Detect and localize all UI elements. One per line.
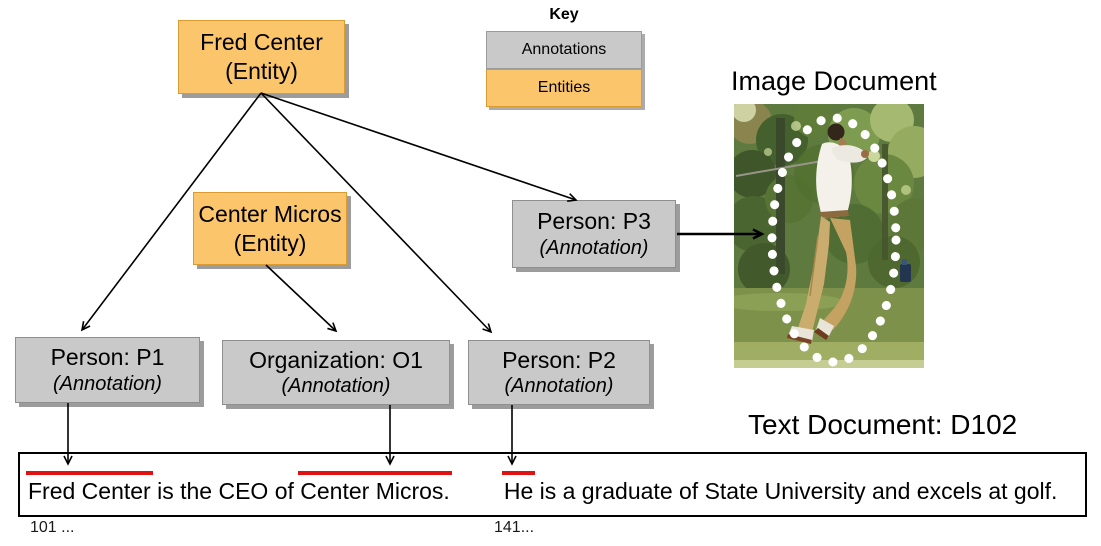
grass	[734, 288, 924, 368]
node-subtitle: (Annotation)	[539, 236, 649, 259]
text-document-title: Text Document: D102	[748, 409, 1018, 440]
sentence-text: is the CEO of	[150, 478, 301, 504]
annotation-node-organization-o1: Organization: O1 (Annotation)	[222, 340, 450, 405]
node-title: Organization: O1	[249, 346, 423, 373]
annotation-node-person-p2: Person: P2 (Annotation)	[468, 340, 650, 405]
node-title: Center Micros	[198, 200, 342, 227]
key-item-label: Entities	[537, 79, 591, 96]
key-title: Key	[549, 6, 579, 23]
annotated-span-he: He	[501, 471, 536, 504]
key-item-entities: Entities	[486, 69, 642, 107]
entity-node-fred-center: Fred Center (Entity)	[178, 20, 345, 94]
tree-trunk-right	[882, 144, 888, 260]
annotation-node-person-p3: Person: P3 (Annotation)	[512, 200, 676, 268]
char-offset-141: 141...	[494, 519, 535, 536]
document-sentence: Fred Center is the CEO of Center Micros.…	[26, 471, 1058, 505]
node-subtitle: (Annotation)	[281, 375, 391, 398]
node-subtitle: (Entity)	[233, 229, 307, 256]
golf-bag	[900, 259, 911, 282]
annotation-node-person-p1: Person: P1 (Annotation)	[15, 337, 200, 403]
annotation-ellipse	[767, 113, 901, 367]
sentence-text: is a graduate of State University and ex…	[533, 478, 1058, 504]
tree-trunk	[776, 118, 785, 274]
golfer-photo	[734, 104, 924, 368]
node-title: Person: P3	[537, 208, 651, 235]
arrow-fred-to-p3	[260, 92, 578, 203]
node-title: Person: P2	[502, 346, 616, 373]
annotated-span-fred-center: Fred Center	[26, 471, 153, 504]
entity-node-center-micros: Center Micros (Entity)	[193, 192, 347, 265]
golfer-figure	[735, 123, 869, 344]
node-subtitle: (Annotation)	[53, 372, 162, 395]
node-title: Fred Center	[200, 29, 323, 56]
node-title: Person: P1	[50, 344, 165, 371]
key-item-label: Annotations	[521, 41, 607, 58]
node-subtitle: (Entity)	[225, 58, 298, 84]
image-document-title: Image Document	[731, 66, 937, 96]
char-offset-101: 101 ...	[30, 519, 75, 536]
key-item-annotations: Annotations	[486, 31, 642, 69]
node-subtitle: (Annotation)	[504, 375, 614, 398]
arrow-micros-to-o1	[265, 264, 338, 333]
annotated-span-center-micros: Center Micros.	[298, 471, 452, 504]
text-document-box: Fred Center is the CEO of Center Micros.…	[18, 452, 1087, 517]
